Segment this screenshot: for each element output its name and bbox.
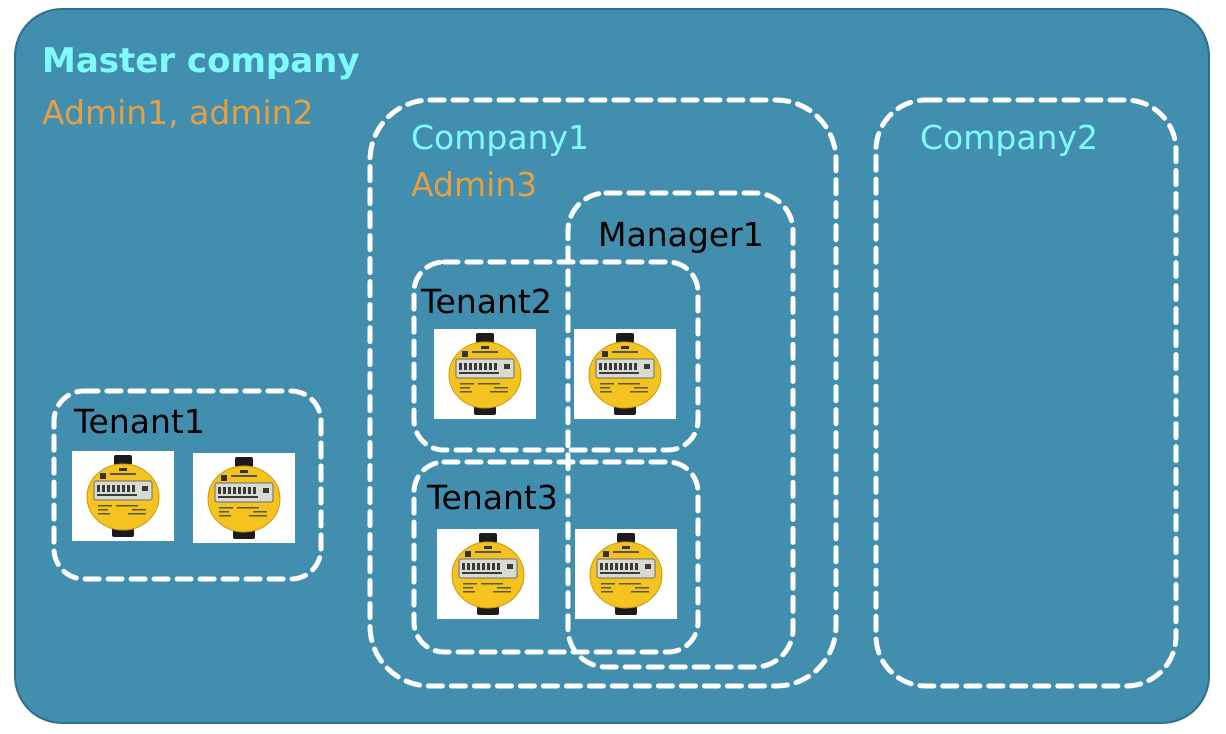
water-meter-icon <box>574 329 676 419</box>
tenant2-box <box>411 259 701 453</box>
company2-box <box>873 97 1179 689</box>
master-company-title: Master company <box>42 41 360 81</box>
tenant1-box <box>51 388 324 582</box>
manager1-box <box>565 190 796 670</box>
master-admins-label: Admin1, admin2 <box>42 93 314 132</box>
tenant3-label: Tenant3 <box>427 478 558 517</box>
tenant2-label: Tenant2 <box>421 282 552 321</box>
tenant3-box <box>411 459 701 655</box>
water-meter-icon <box>434 329 536 419</box>
tenant1-label: Tenant1 <box>74 402 205 441</box>
water-meter-icon <box>437 529 539 619</box>
water-meter-icon <box>72 451 174 541</box>
company2-title: Company2 <box>920 118 1098 157</box>
water-meter-icon <box>193 453 295 543</box>
company1-admin-label: Admin3 <box>411 165 538 204</box>
company1-box <box>367 97 839 689</box>
manager1-label: Manager1 <box>598 215 764 254</box>
water-meter-icon <box>575 529 677 619</box>
company1-title: Company1 <box>411 118 589 157</box>
